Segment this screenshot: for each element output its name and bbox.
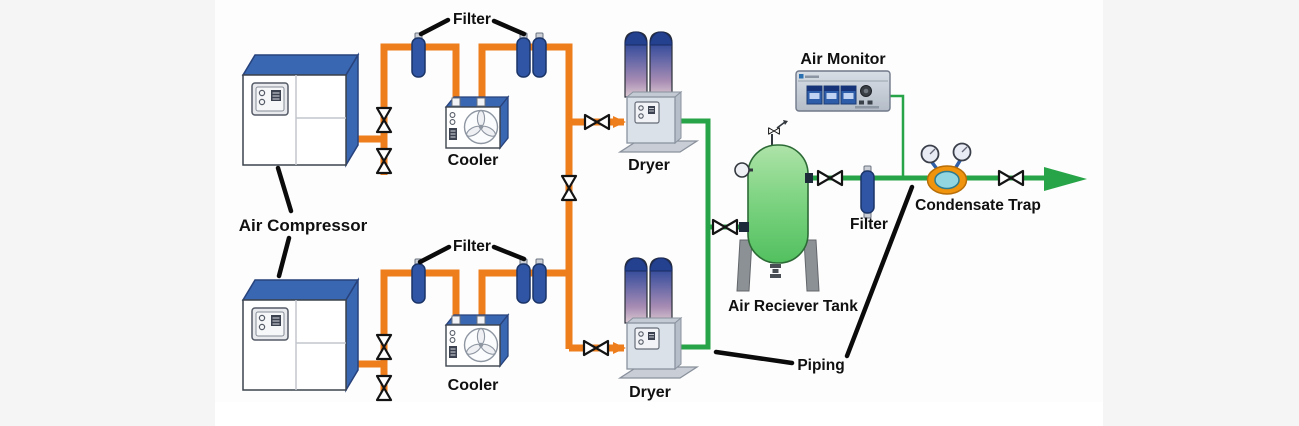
filter-cartridge-icon xyxy=(411,32,426,78)
piping-label: Piping xyxy=(797,357,844,374)
filter-outlet-label: Filter xyxy=(850,216,888,233)
monitor-display-icon xyxy=(806,85,823,105)
condensate-trap xyxy=(920,142,972,195)
monitor-button-icon xyxy=(859,100,864,105)
outlet-arrow-icon xyxy=(1044,167,1087,191)
outlet-filter-cartridge-icon xyxy=(860,165,875,219)
air-monitor-label: Air Monitor xyxy=(800,51,885,68)
compressor-control-panel-icon xyxy=(251,82,289,116)
cooler-1 xyxy=(444,95,510,150)
cooler-bottom-label: Cooler xyxy=(448,377,499,394)
air-compressor-label: Air Compressor xyxy=(239,216,368,235)
filter-top-label: Filter xyxy=(453,11,491,28)
filter-cartridge-icon xyxy=(516,32,531,78)
air-receiver-tank-label: Air Reciever Tank xyxy=(728,298,858,315)
dryer-top-label: Dryer xyxy=(628,157,670,174)
fan-icon xyxy=(463,327,499,363)
dryer-1 xyxy=(617,31,700,153)
air-compressor-2 xyxy=(241,277,360,393)
compressor-control-panel-icon xyxy=(251,307,289,341)
left-margin-panel xyxy=(0,0,215,426)
monitor-display-icon xyxy=(840,85,857,105)
cooler-2 xyxy=(444,313,510,368)
filter-cartridge-icon xyxy=(532,258,547,304)
filter-cartridge-icon xyxy=(516,258,531,304)
fan-icon xyxy=(463,109,499,145)
pipe-dryer-outlets xyxy=(662,118,711,350)
pipe-air-monitor-line xyxy=(888,94,905,176)
tank-gauge-icon xyxy=(734,162,750,178)
dryer-bottom-label: Dryer xyxy=(629,384,671,401)
monitor-display-icon xyxy=(823,85,840,105)
orange-flow-arrow-icon xyxy=(613,116,626,128)
orange-flow-arrow-icon xyxy=(613,342,626,354)
monitor-logo-icon xyxy=(799,74,804,79)
safety-valve-icon xyxy=(768,120,788,135)
dryer-control-panel-icon xyxy=(634,327,660,350)
tank-drain-icon xyxy=(770,264,781,278)
condensate-trap-label: Condensate Trap xyxy=(915,197,1041,214)
pressure-gauge-icon xyxy=(952,142,972,162)
cooler-top-label: Cooler xyxy=(448,152,499,169)
air-receiver-tank xyxy=(734,120,820,292)
dryer-2 xyxy=(617,257,700,379)
monitor-button-icon xyxy=(867,100,873,105)
air-compressor-1 xyxy=(241,52,360,168)
dryer-control-panel-icon xyxy=(634,101,660,124)
tank-outlet-nozzle xyxy=(805,173,813,183)
air-monitor xyxy=(795,70,891,112)
pressure-gauge-icon xyxy=(920,144,940,164)
right-margin-panel xyxy=(1103,0,1299,426)
filter-bottom-label: Filter xyxy=(453,238,491,255)
tank-inlet-nozzle xyxy=(739,222,749,232)
filter-cartridge-icon xyxy=(411,258,426,304)
filter-cartridge-icon xyxy=(532,32,547,78)
label-pointer-lines xyxy=(275,17,915,366)
